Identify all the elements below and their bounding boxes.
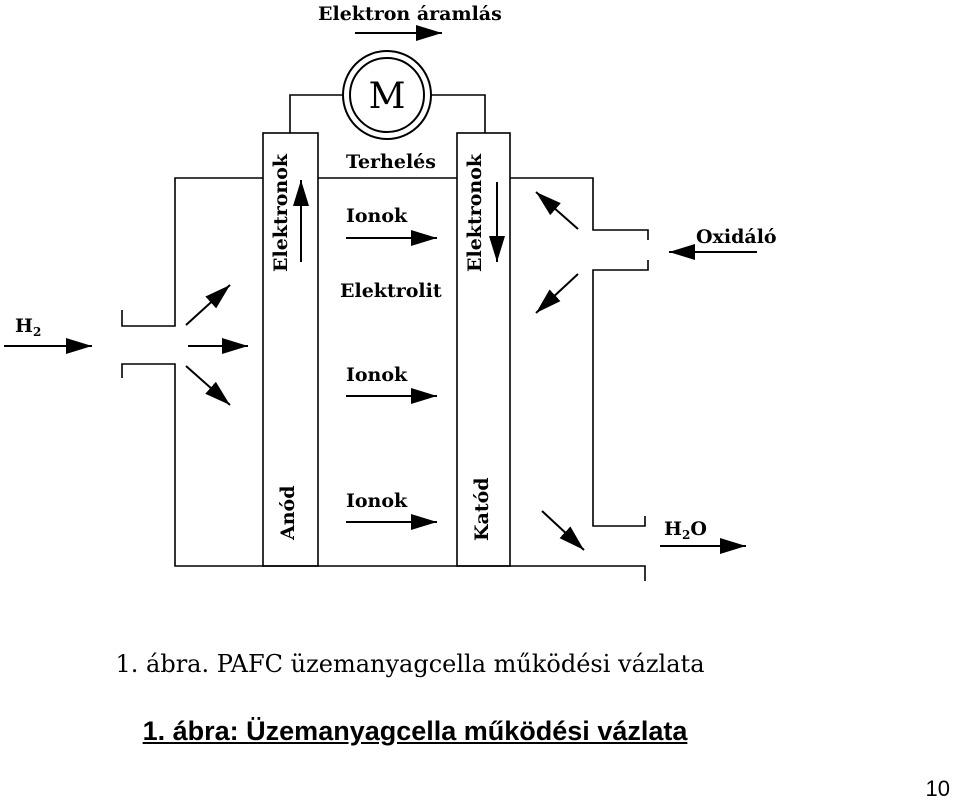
cathode-label: Katód [471,477,493,541]
ions-label-3: Ionok [346,490,408,512]
motor-label: M [369,76,406,117]
ions-label-1: Ionok [346,205,408,227]
electrolyte-label: Elektrolit [340,280,442,302]
ions-label-2: Ionok [346,364,408,386]
oxidizer-spread-up-arrow [535,191,579,230]
housing-right-bottom [592,260,649,527]
electron-flow-label: Elektron áramlás [318,3,502,25]
hydrogen-label: H2 [15,315,41,339]
wire-left [289,94,343,133]
oxidizer-spread-down-arrow [535,273,579,314]
water-label: H2O [664,518,707,542]
cathode-plate [456,132,511,567]
anode-plate [262,132,319,567]
hydrogen-spread-down-arrow [185,365,231,406]
document-caption: 1. ábra: Üzemanyagcella működési vázlata [0,716,830,747]
housing-left-bottom [121,363,646,581]
figure-caption: 1. ábra. PAFC üzemanyagcella működési vá… [115,650,705,678]
water-exit-arrow [541,510,585,551]
load-label: Terhelés [346,151,436,173]
anode-label: Anód [277,485,299,541]
housing-left-top [121,177,263,327]
electrons-left-label: Elektronok [270,153,292,272]
electrons-right-label: Elektronok [464,153,486,272]
housing-right-top [510,177,649,240]
oxidizer-label: Oxidáló [696,226,777,248]
page-number: 10 [925,776,950,801]
document-caption-text: 1. ábra: Üzemanyagcella működési vázlata [142,716,688,746]
motor-symbol: M [342,50,432,140]
wire-right [431,94,486,133]
hydrogen-spread-up-arrow [185,284,231,326]
